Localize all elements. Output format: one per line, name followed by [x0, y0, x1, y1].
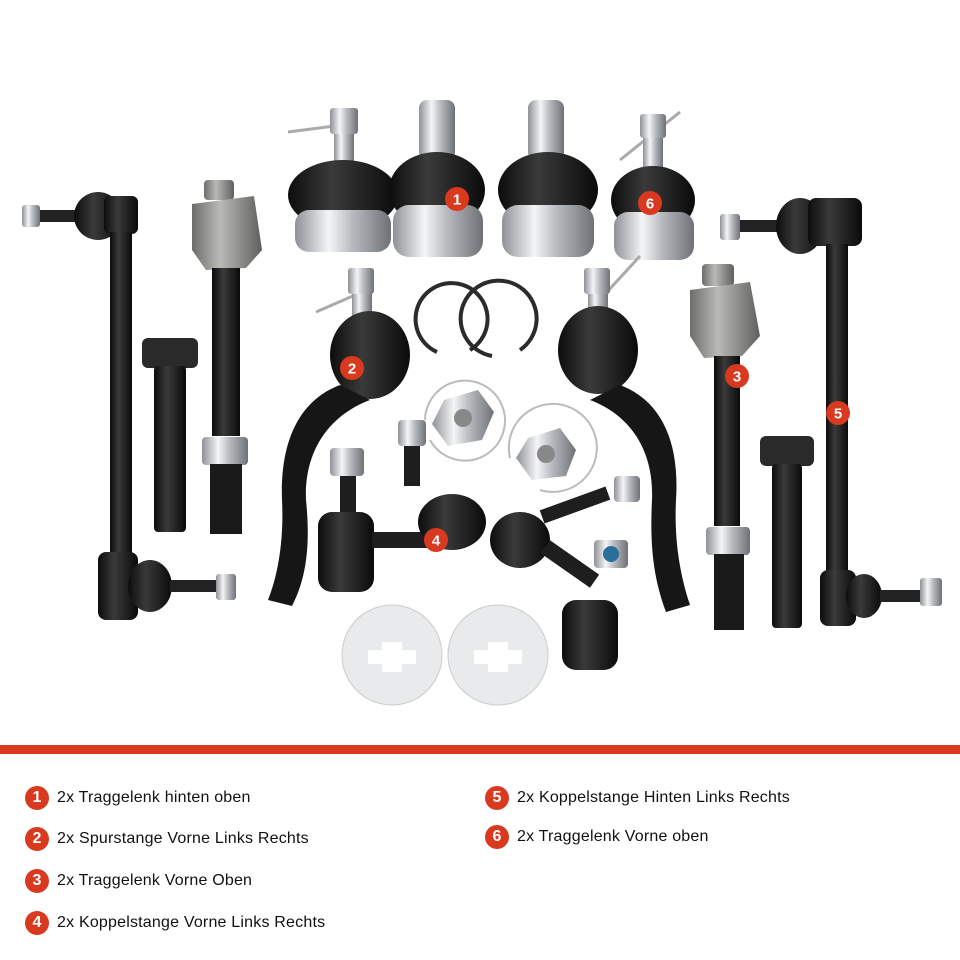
number-badge-2: 2	[25, 827, 49, 851]
accent-divider	[0, 745, 960, 754]
legend-item-5: 5 2x Koppelstange Hinten Links Rechts	[485, 784, 790, 812]
circlips	[413, 278, 539, 358]
number-badge-6: 6	[485, 825, 509, 849]
number-badge-4: 4	[25, 911, 49, 935]
legend-item-3: 3 2x Traggelenk Vorne Oben	[25, 867, 252, 895]
bolt-right	[760, 436, 814, 628]
ball-joint-rear-upper-1	[389, 100, 485, 257]
marker-6: 6	[638, 191, 662, 215]
svg-text:6: 6	[646, 196, 654, 213]
inner-tie-rod-left	[192, 180, 262, 534]
ball-joint-rear-upper-2	[498, 100, 598, 257]
svg-text:3: 3	[733, 369, 741, 386]
legend-label: 2x Traggelenk Vorne oben	[517, 828, 709, 845]
legend-label: 2x Koppelstange Hinten Links Rechts	[517, 789, 790, 806]
svg-text:5: 5	[834, 406, 842, 423]
legend-label: 2x Spurstange Vorne Links Rechts	[57, 830, 309, 847]
bolt-left	[142, 338, 198, 532]
ball-joint-front-upper	[611, 110, 695, 260]
sway-bar-link-front-left	[318, 420, 486, 592]
marker-4: 4	[424, 528, 448, 552]
marker-2: 2	[340, 356, 364, 380]
marker-1: 1	[445, 187, 469, 211]
inner-tie-rod-right	[690, 264, 760, 630]
parts-legend: 1 2x Traggelenk hinten oben 2 2x Spursta…	[0, 770, 960, 960]
legend-label: 2x Koppelstange Vorne Links Rechts	[57, 914, 326, 931]
svg-text:2: 2	[348, 361, 356, 378]
legend-item-4: 4 2x Koppelstange Vorne Links Rechts	[25, 909, 325, 937]
legend-label: 2x Traggelenk Vorne Oben	[57, 872, 253, 889]
number-badge-1: 1	[25, 786, 49, 810]
svg-text:1: 1	[453, 192, 461, 209]
sway-bar-link-front-right	[490, 476, 640, 670]
ball-joint-rear-left	[287, 108, 398, 252]
sway-bar-link-rear-left	[22, 192, 236, 620]
marker-5: 5	[826, 401, 850, 425]
legend-item-6: 6 2x Traggelenk Vorne oben	[485, 823, 709, 851]
nuts-and-rings	[424, 379, 598, 493]
marker-3: 3	[725, 364, 749, 388]
svg-text:4: 4	[432, 533, 441, 550]
lock-washers	[341, 604, 549, 706]
legend-item-2: 2 2x Spurstange Vorne Links Rechts	[25, 825, 309, 853]
product-photo: 1 6 2 3 4 5	[22, 100, 942, 706]
number-badge-3: 3	[25, 869, 49, 893]
legend-item-1: 1 2x Traggelenk hinten oben	[25, 784, 251, 812]
number-badge-5: 5	[485, 786, 509, 810]
legend-label: 2x Traggelenk hinten oben	[57, 789, 251, 806]
tie-rod-end-right	[558, 254, 690, 612]
